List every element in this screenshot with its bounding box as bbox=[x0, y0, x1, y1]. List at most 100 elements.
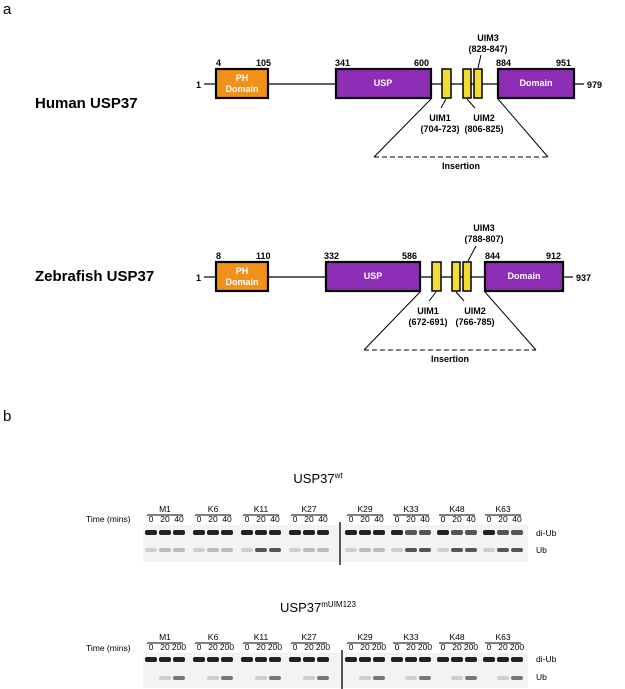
zebrafish-insertion-left bbox=[363, 291, 421, 351]
di-ub-band bbox=[345, 657, 357, 662]
lane-group-label-k11: K11 bbox=[254, 504, 269, 514]
zebrafish-domain-start: 844 bbox=[485, 251, 500, 261]
zebrafish-c-domain-label: Domain bbox=[507, 271, 540, 281]
ub-band bbox=[145, 548, 157, 552]
zebrafish-uim3-leader bbox=[467, 245, 477, 262]
time-point-label: 0 bbox=[149, 514, 154, 524]
time-point-label: 0 bbox=[487, 642, 492, 652]
human-uim2 bbox=[462, 68, 472, 99]
time-point-label: 20 bbox=[160, 514, 170, 524]
zebrafish-end-number: 937 bbox=[576, 273, 591, 283]
di-ub-band bbox=[207, 657, 219, 662]
time-point-label: 40 bbox=[374, 514, 384, 524]
human-domain-start: 884 bbox=[496, 58, 511, 68]
ub-band bbox=[289, 548, 301, 552]
di-ub-band bbox=[511, 657, 523, 662]
time-point-label: 200 bbox=[172, 642, 186, 652]
human-insertion-left bbox=[373, 98, 432, 158]
zebrafish-ph-start: 8 bbox=[216, 251, 221, 261]
time-point-label: 20 bbox=[452, 642, 462, 652]
human-uim2-name: UIM2 bbox=[473, 113, 495, 123]
gel-wt-bands bbox=[145, 530, 523, 552]
zebrafish-species-name: Zebrafish USP37 bbox=[35, 268, 154, 285]
ub-band bbox=[159, 676, 171, 680]
time-point-label: 20 bbox=[498, 642, 508, 652]
di-ub-band bbox=[451, 530, 463, 535]
gel-wt-diub-label: di-Ub bbox=[536, 528, 557, 538]
time-point-label: 40 bbox=[222, 514, 232, 524]
di-ub-band bbox=[419, 657, 431, 662]
gel-wt-title: USP37wt bbox=[293, 471, 343, 486]
time-point-label: 0 bbox=[441, 642, 446, 652]
di-ub-band bbox=[465, 657, 477, 662]
di-ub-band bbox=[497, 657, 509, 662]
human-usp-label: USP bbox=[374, 78, 393, 88]
ub-band bbox=[511, 676, 523, 680]
di-ub-band bbox=[391, 657, 403, 662]
ub-band bbox=[419, 676, 431, 680]
di-ub-band bbox=[317, 657, 329, 662]
lane-group-label-k29: K29 bbox=[357, 632, 372, 642]
ub-band bbox=[483, 548, 495, 552]
di-ub-band bbox=[465, 530, 477, 535]
human-domain-end: 951 bbox=[556, 58, 571, 68]
time-point-label: 200 bbox=[268, 642, 282, 652]
ub-band bbox=[303, 548, 315, 552]
zebrafish-ph-end: 110 bbox=[256, 251, 271, 261]
di-ub-band bbox=[193, 530, 205, 535]
human-uim3-name: UIM3 bbox=[477, 33, 499, 43]
di-ub-band bbox=[303, 657, 315, 662]
lane-group-label-m1: M1 bbox=[159, 504, 171, 514]
human-ph-label1: PH bbox=[236, 73, 249, 83]
lane-group-label-k29: K29 bbox=[357, 504, 372, 514]
lane-group-label-m1: M1 bbox=[159, 632, 171, 642]
time-point-label: 0 bbox=[245, 514, 250, 524]
ub-band bbox=[511, 548, 523, 552]
di-ub-band bbox=[317, 530, 329, 535]
time-point-label: 20 bbox=[256, 514, 266, 524]
ub-band bbox=[451, 676, 463, 680]
time-point-label: 40 bbox=[318, 514, 328, 524]
ub-band bbox=[207, 676, 219, 680]
ub-band bbox=[241, 548, 253, 552]
ub-band bbox=[497, 548, 509, 552]
time-point-label: 0 bbox=[395, 514, 400, 524]
time-point-label: 200 bbox=[372, 642, 386, 652]
lane-group-label-k33: K33 bbox=[403, 632, 418, 642]
gel-wt-time-label: Time (mins) bbox=[86, 514, 131, 524]
di-ub-band bbox=[511, 530, 523, 535]
time-point-label: 20 bbox=[208, 514, 218, 524]
ub-band bbox=[173, 548, 185, 552]
human-uim1-name: UIM1 bbox=[429, 113, 451, 123]
human-c-domain bbox=[496, 67, 576, 100]
human-uim3 bbox=[473, 68, 483, 99]
human-end-number: 979 bbox=[587, 80, 602, 90]
ub-band bbox=[159, 548, 171, 552]
zebrafish-usp-start: 332 bbox=[324, 251, 339, 261]
ub-band bbox=[405, 676, 417, 680]
di-ub-band bbox=[391, 530, 403, 535]
gel-wt-blot bbox=[143, 525, 528, 562]
ub-band bbox=[303, 676, 315, 680]
time-point-label: 20 bbox=[360, 514, 370, 524]
time-point-label: 0 bbox=[487, 514, 492, 524]
human-uim2-range: (806-825) bbox=[464, 124, 503, 134]
zebrafish-usp-label: USP bbox=[364, 271, 383, 281]
lane-group-label-k6: K6 bbox=[208, 632, 219, 642]
zebrafish-uim3 bbox=[462, 261, 472, 292]
ub-band bbox=[465, 548, 477, 552]
di-ub-band bbox=[221, 657, 233, 662]
ub-band bbox=[255, 676, 267, 680]
lane-group-label-k11: K11 bbox=[254, 632, 269, 642]
time-point-label: 40 bbox=[512, 514, 522, 524]
panel-b-label: b bbox=[3, 408, 11, 425]
di-ub-band bbox=[359, 530, 371, 535]
time-point-label: 0 bbox=[149, 642, 154, 652]
ub-band bbox=[437, 548, 449, 552]
time-point-label: 0 bbox=[349, 514, 354, 524]
di-ub-band bbox=[373, 530, 385, 535]
